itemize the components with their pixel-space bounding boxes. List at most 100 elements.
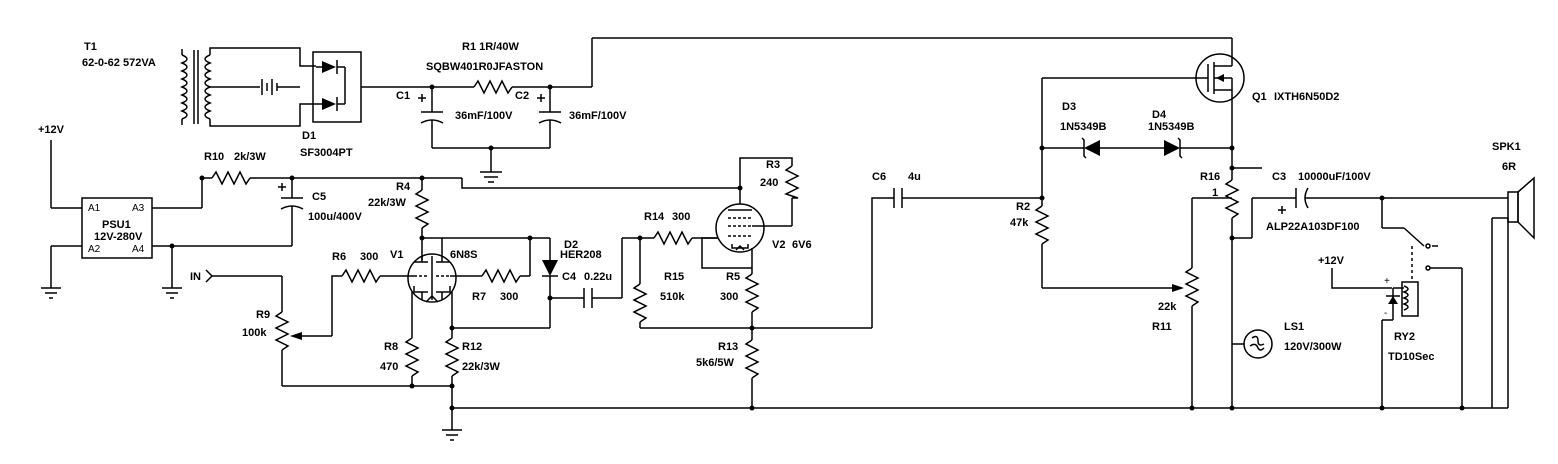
r11-value: 22k — [1158, 301, 1177, 313]
r10-ref: R10 — [204, 151, 224, 163]
c2-ref: C2 — [515, 90, 529, 102]
psu1-value: 12V-280V — [94, 231, 143, 243]
c5-ref: C5 — [312, 191, 326, 203]
r16-value: 1 — [1212, 187, 1218, 199]
c6-ref: C6 — [872, 171, 886, 183]
ry2-ref: RY2 — [1394, 331, 1415, 343]
relay-plus-mark: + — [1384, 276, 1390, 287]
tube-v2 — [701, 185, 793, 274]
q1-value: IXTH6N50D2 — [1274, 91, 1339, 103]
r9-ref: R9 — [256, 309, 270, 321]
r1-value: SQBW401R0JFASTON — [426, 61, 543, 73]
c5-value: 100u/400V — [308, 211, 362, 223]
psu1-ref: PSU1 — [102, 219, 131, 231]
r6-ref: R6 — [332, 251, 346, 263]
r7-value: 300 — [500, 291, 518, 303]
relay-ry2 — [1331, 268, 1419, 411]
resistor-r8 — [404, 330, 452, 389]
t1-value: 62-0-62 572VA — [82, 57, 156, 69]
d1-value: SF3004PT — [300, 147, 353, 159]
ry2-value: TD10Sec — [1388, 351, 1434, 363]
zener-d3-d4 — [1039, 78, 1235, 197]
d2-value: HER208 — [560, 249, 602, 261]
resistor-r2 — [1034, 198, 1182, 289]
diode-d2 — [542, 238, 558, 328]
c4-ref: C4 — [562, 271, 577, 283]
psu1-pin-a2: A2 — [88, 244, 101, 255]
capacitor-c6 — [871, 188, 1045, 328]
d3-ref: D3 — [1062, 101, 1076, 113]
d4-ref: D4 — [1152, 109, 1167, 121]
transformer-t1 — [179, 47, 316, 127]
r15-ref: R15 — [664, 271, 684, 283]
r12-value: 22k/3W — [462, 361, 501, 373]
r5-ref: R5 — [726, 271, 740, 283]
input-terminal — [205, 269, 283, 312]
psu1-pin-a4: A4 — [132, 244, 145, 255]
d3-value: 1N5349B — [1060, 121, 1107, 133]
c6-value: 4u — [908, 171, 921, 183]
r13-value: 5k6/5W — [696, 357, 735, 369]
c4-value: 0.22u — [584, 271, 612, 283]
c3-part: ALP22A103DF100 — [1266, 221, 1360, 233]
c2-value: 36mF/100V — [569, 110, 627, 122]
v2-ref: V2 — [772, 239, 785, 251]
d4-value: 1N5349B — [1148, 121, 1195, 133]
r8-value: 470 — [380, 361, 398, 373]
c3-ref: C3 — [1272, 171, 1286, 183]
resistor-r5 — [744, 273, 760, 340]
resistor-r16 — [1224, 165, 1296, 330]
r6-value: 300 — [360, 251, 378, 263]
r3-ref: R3 — [766, 159, 780, 171]
v2-value: 6V6 — [792, 239, 812, 251]
supply-label-left: +12V — [38, 124, 65, 136]
relay-switch — [1381, 198, 1465, 411]
spk1-value: 6R — [1502, 161, 1516, 173]
speaker-spk1 — [1491, 176, 1535, 408]
lamp-ls1 — [1229, 329, 1273, 411]
tube-v1 — [407, 238, 476, 330]
potentiometer-r11 — [1172, 197, 1232, 411]
d1-ref: D1 — [302, 130, 316, 142]
capacitor-c2 — [537, 37, 1232, 148]
resistor-r3 — [739, 157, 800, 199]
resistor-r15 — [632, 238, 872, 331]
c3-value: 10000uF/100V — [1298, 171, 1371, 183]
r5-value: 300 — [720, 291, 738, 303]
c1-ref: C1 — [396, 90, 410, 102]
r14-ref: R14 — [644, 211, 665, 223]
potentiometer-r9 — [274, 311, 412, 387]
r4-ref: R4 — [396, 181, 411, 193]
psu1-module — [41, 140, 292, 299]
r7-ref: R7 — [472, 291, 486, 303]
d2-ref: D2 — [564, 239, 578, 251]
resistor-r10 — [199, 170, 740, 189]
resistor-r12 — [442, 325, 550, 441]
supply-label-right: +12V — [1318, 255, 1345, 267]
v1-value: 6N8S — [450, 249, 478, 261]
resistor-r1 — [432, 79, 550, 95]
capacitor-c1 — [418, 84, 444, 148]
r15-value: 510k — [660, 291, 685, 303]
r4-value: 22k/3W — [368, 197, 407, 209]
ls1-value: 120V/300W — [1284, 341, 1342, 353]
r10-value: 2k/3W — [234, 151, 266, 163]
r11-ref: R11 — [1152, 321, 1172, 333]
r1-ref: R1 1R/40W — [462, 41, 519, 53]
resistor-r6 — [302, 268, 408, 337]
spk1-ref: SPK1 — [1492, 141, 1521, 153]
capacitor-c5 — [278, 178, 304, 246]
capacitor-c3 — [1278, 187, 1508, 214]
ls1-ref: LS1 — [1284, 321, 1304, 333]
v1-ref: V1 — [390, 249, 403, 261]
r2-ref: R2 — [1016, 201, 1030, 213]
r9-value: 100k — [242, 327, 267, 339]
r8-ref: R8 — [384, 341, 398, 353]
r16-ref: R16 — [1200, 171, 1220, 183]
psu1-pin-a3: A3 — [132, 203, 145, 214]
capacitor-c4 — [550, 235, 654, 308]
resistor-r7 — [476, 238, 531, 284]
mosfet-q1 — [1042, 38, 1245, 180]
